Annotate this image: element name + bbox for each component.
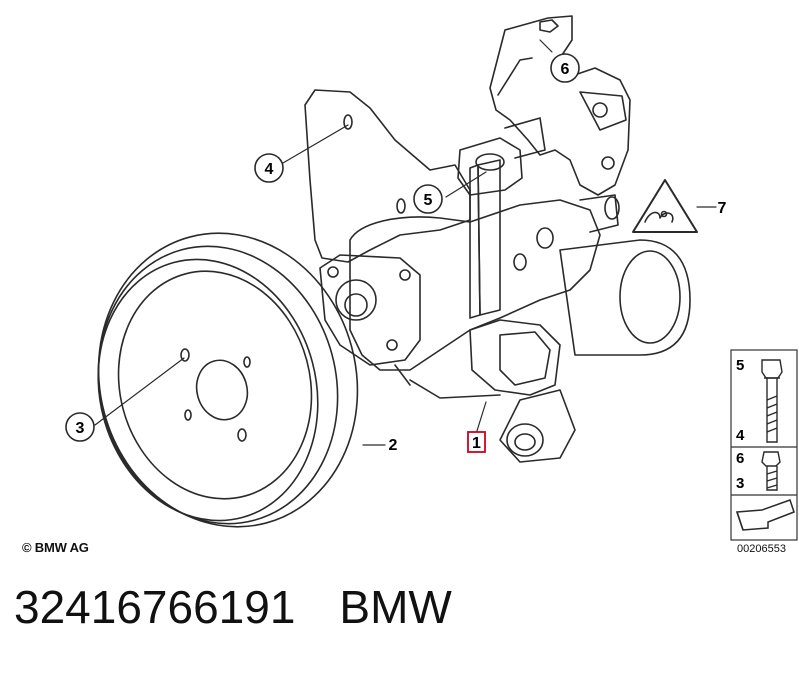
part-caption: 32416766191 BMW: [14, 580, 452, 634]
callout-2: 2: [389, 437, 398, 454]
callout-3: 3: [76, 420, 85, 437]
warning-triangle-icon: [632, 179, 698, 233]
leader-lines: [94, 39, 717, 446]
legend-bolt-long-top: 5: [736, 357, 744, 374]
callout-6-circle: [550, 53, 580, 83]
upper-bracket-drawing: [489, 15, 631, 196]
part-number: 32416766191: [14, 581, 296, 633]
arrow-icon: [735, 499, 795, 531]
callout-6: 6: [561, 61, 570, 78]
lower-bracket-drawing: [304, 89, 471, 263]
callout-5: 5: [424, 192, 433, 209]
bolt-short-icon: [761, 451, 781, 491]
callout-4: 4: [265, 161, 274, 178]
fastener-legend: 5 4 6 3: [730, 349, 798, 541]
power-steering-pump-drawing: [319, 117, 691, 463]
brand-name: BMW: [339, 581, 452, 633]
legend-bolt-long-bottom: 4: [736, 427, 745, 444]
callout-7: 7: [718, 200, 727, 217]
callout-1-box: [467, 431, 486, 453]
callout-circles: [65, 53, 580, 442]
callout-1: 1: [472, 435, 481, 452]
callout-3-circle: [65, 412, 95, 442]
callout-5-circle: [413, 184, 443, 214]
copyright-text: © BMW AG: [22, 540, 89, 555]
pulley-drawing: [97, 232, 359, 528]
bolt-long-icon: [761, 359, 783, 443]
legend-bolt-short-top: 6: [736, 450, 744, 467]
callout-4-circle: [254, 153, 284, 183]
legend-bolt-short-bottom: 3: [736, 475, 744, 492]
drawing-number: 00206553: [737, 543, 786, 555]
